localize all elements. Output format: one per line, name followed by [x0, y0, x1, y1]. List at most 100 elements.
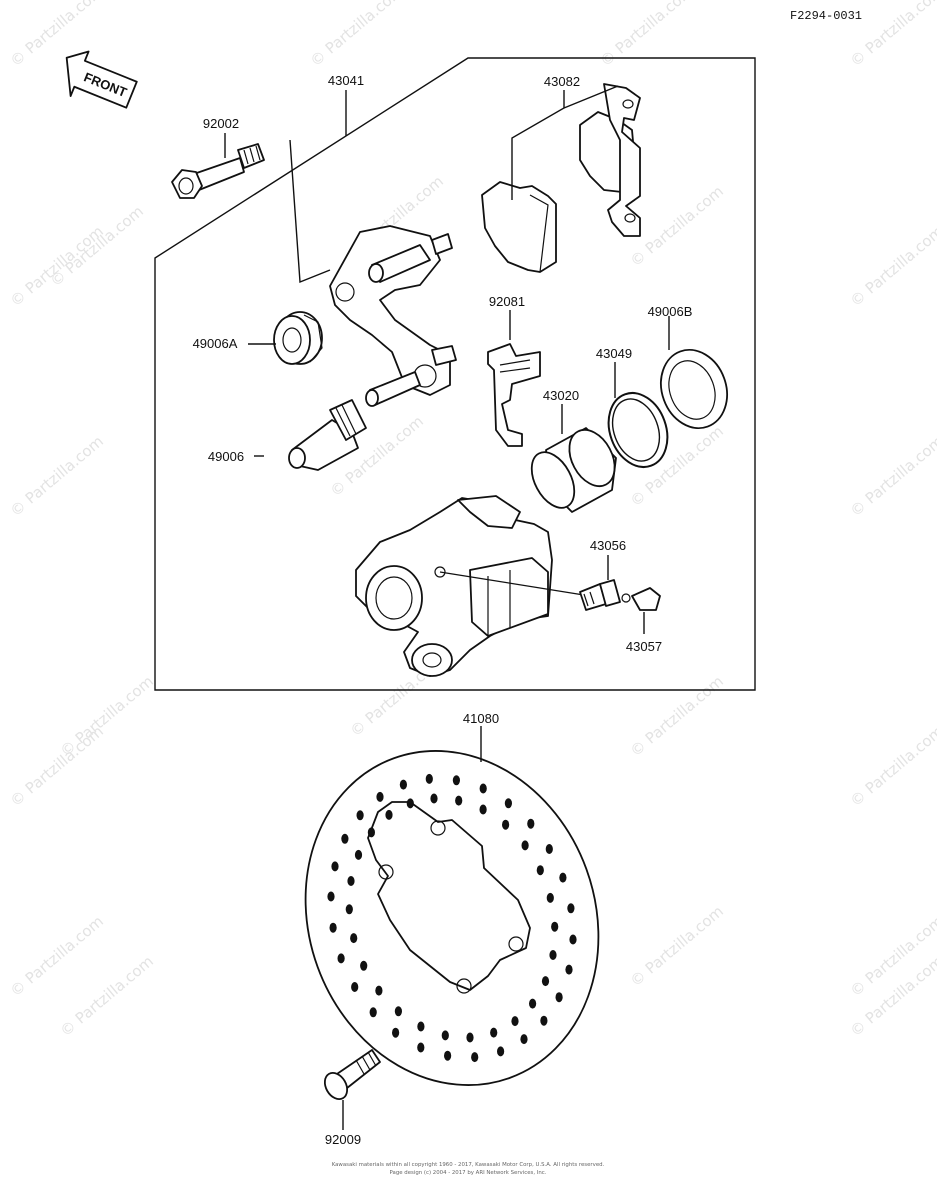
disc-hole	[520, 1034, 528, 1045]
label-49006a: 49006A	[193, 336, 238, 351]
watermark-text: © Partzilla.com	[7, 722, 107, 810]
watermark-text: © Partzilla.com	[307, 0, 407, 70]
disc-hole	[452, 775, 460, 786]
disc-hole	[417, 1042, 425, 1053]
disc-hole	[567, 903, 575, 914]
seal-49006b	[660, 348, 728, 430]
disc-hole	[549, 950, 557, 960]
disc-hole	[559, 872, 567, 883]
disc-hole	[441, 1030, 449, 1041]
label-43082: 43082	[544, 74, 580, 89]
disc-hole	[354, 849, 363, 860]
copyright-footer-line1: Kawasaki materials within all copyright …	[332, 1162, 605, 1168]
disc-hole	[425, 773, 433, 784]
disc-vent-holes	[327, 773, 577, 1063]
brake-pad-outer	[579, 83, 641, 237]
disc-hole	[502, 819, 510, 830]
boot-49006a	[273, 311, 323, 365]
watermark-text: © Partzilla.com	[57, 952, 157, 1040]
label-43049: 43049	[596, 346, 632, 361]
label-92081: 92081	[489, 294, 525, 309]
label-43056: 43056	[590, 538, 626, 553]
label-92009: 92009	[325, 1132, 361, 1147]
disc-hole	[479, 804, 487, 815]
bleeder-cap	[621, 587, 661, 611]
disc-hole	[536, 865, 544, 876]
disc-hole	[385, 809, 393, 820]
leader-lines	[224, 85, 670, 1130]
disc-hole	[350, 933, 358, 944]
disc-hole	[376, 791, 384, 802]
disc-hole	[541, 976, 550, 987]
disc-hole	[375, 985, 383, 996]
bleeder-valve	[579, 579, 621, 611]
disc-hole	[565, 964, 573, 975]
watermark-text: © Partzilla.com	[847, 222, 937, 310]
brake-pad-inner	[481, 181, 557, 273]
label-43041: 43041	[328, 73, 364, 88]
watermark-text: © Partzilla.com	[47, 202, 147, 290]
disc-hole	[466, 1032, 474, 1043]
part-labels: 43041 43082 92002 92081 49006B 49006A 43…	[193, 73, 693, 1147]
label-41080: 41080	[463, 711, 499, 726]
disc-hole	[337, 953, 345, 964]
disc-hole	[345, 904, 353, 915]
disc-hole	[394, 1006, 402, 1017]
disc-hole	[555, 992, 563, 1003]
copyright-footer-line2: Page design (c) 2004 - 2017 by ARI Netwo…	[390, 1170, 547, 1176]
brake-disc	[304, 750, 600, 1086]
pad-spring	[487, 343, 541, 447]
label-49006b: 49006B	[648, 304, 693, 319]
diagram-code: F2294-0031	[790, 9, 862, 23]
caliper-piston	[530, 427, 617, 513]
watermark-text: © Partzilla.com	[7, 222, 107, 310]
disc-hole	[444, 1050, 452, 1061]
disc-hole	[511, 1016, 519, 1027]
disc-hole	[356, 810, 364, 821]
disc-hole	[392, 1027, 400, 1038]
boot-49006	[288, 399, 367, 471]
disc-hole	[529, 998, 537, 1009]
disc-hole	[341, 833, 349, 844]
disc-hole	[546, 892, 554, 903]
disc-hole	[569, 934, 577, 945]
seal-43049	[607, 392, 669, 468]
disc-hole	[471, 1052, 479, 1063]
disc-hole	[347, 876, 355, 886]
disc-hole	[430, 793, 438, 804]
watermark-text: © Partzilla.com	[7, 0, 107, 70]
label-49006: 49006	[208, 449, 244, 464]
watermark-text: © Partzilla.com	[627, 672, 727, 760]
disc-hole	[540, 1015, 548, 1026]
caliper-body	[355, 495, 591, 677]
front-arrow-icon: FRONT	[65, 50, 138, 109]
disc-hole	[406, 798, 414, 809]
disc-hole	[327, 891, 335, 902]
disc-screw	[323, 1049, 381, 1101]
watermark-text: © Partzilla.com	[7, 912, 107, 1000]
disc-hole	[331, 861, 339, 872]
caliper-bracket	[329, 225, 457, 407]
disc-hole	[360, 960, 368, 971]
disc-hole	[329, 922, 337, 933]
label-92002: 92002	[203, 116, 239, 131]
disc-hole	[351, 982, 359, 992]
disc-hole	[497, 1046, 505, 1057]
watermark-text: © Partzilla.com	[7, 432, 107, 520]
disc-hole	[369, 1007, 377, 1018]
disc-hole	[479, 783, 487, 794]
watermark-text: © Partzilla.com	[847, 912, 937, 1000]
watermark-text: © Partzilla.com	[627, 182, 727, 270]
disc-hole	[399, 779, 407, 790]
watermark-text: © Partzilla.com	[597, 0, 697, 70]
disc-hole	[527, 818, 535, 829]
disc-hole	[521, 840, 529, 851]
watermark-text: © Partzilla.com	[847, 432, 937, 520]
disc-hole	[490, 1027, 498, 1038]
disc-hole	[545, 844, 553, 854]
disc-hole	[551, 921, 559, 932]
disc-hole	[417, 1021, 425, 1032]
watermark-text: © Partzilla.com	[847, 722, 937, 810]
caliper-assembly-outline	[154, 57, 756, 691]
